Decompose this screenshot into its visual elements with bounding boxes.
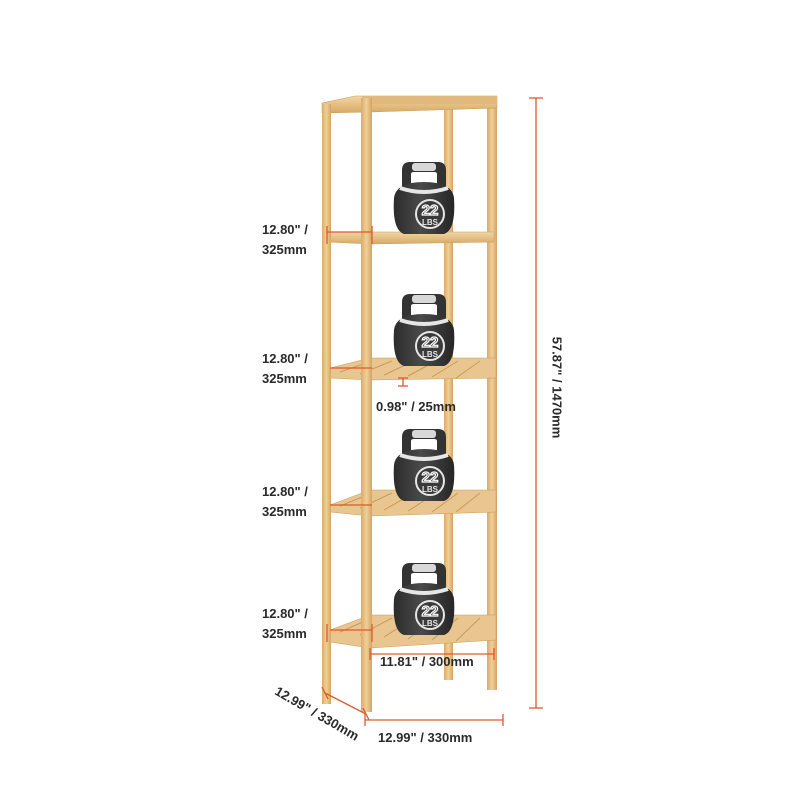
kettlebell-unit: LBS xyxy=(422,485,439,494)
front-right-post xyxy=(361,98,372,712)
shelf-gap-label-3: 12.80" / 325mm xyxy=(262,484,308,519)
shelf-inner-width-label: 11.81" / 300mm xyxy=(380,654,474,669)
kettlebell-handle xyxy=(412,430,436,438)
back-right-post xyxy=(487,98,497,690)
shelf-gap-label-4: 12.80" / 325mm xyxy=(262,606,308,641)
kettlebell-handle xyxy=(412,163,436,171)
kettlebell-unit: LBS xyxy=(422,350,439,359)
kettlebell-weight: 22 xyxy=(422,202,439,219)
dimension-lines xyxy=(321,97,543,726)
shelf-gap-label-1: 12.80" / 325mm xyxy=(262,222,308,257)
slat-thickness-label: 0.98" / 25mm xyxy=(376,399,456,414)
kettlebell-weight: 22 xyxy=(422,603,439,620)
front-left-post xyxy=(322,104,331,704)
top-back-rail xyxy=(362,96,497,104)
kettlebell-handle xyxy=(412,564,436,572)
width-label: 12.99" / 330mm xyxy=(378,730,473,745)
kettlebell-unit: LBS xyxy=(422,218,439,227)
kettlebell-weight: 22 xyxy=(422,334,439,351)
shelf-gap-label-2: 12.80" / 325mm xyxy=(262,351,308,386)
kettlebell-weight: 22 xyxy=(422,469,439,486)
kettlebell-unit: LBS xyxy=(422,619,439,628)
total-height-label: 57.87" / 1470mm xyxy=(549,336,565,439)
back-left-post xyxy=(444,108,453,680)
kettlebell-handle xyxy=(412,295,436,303)
